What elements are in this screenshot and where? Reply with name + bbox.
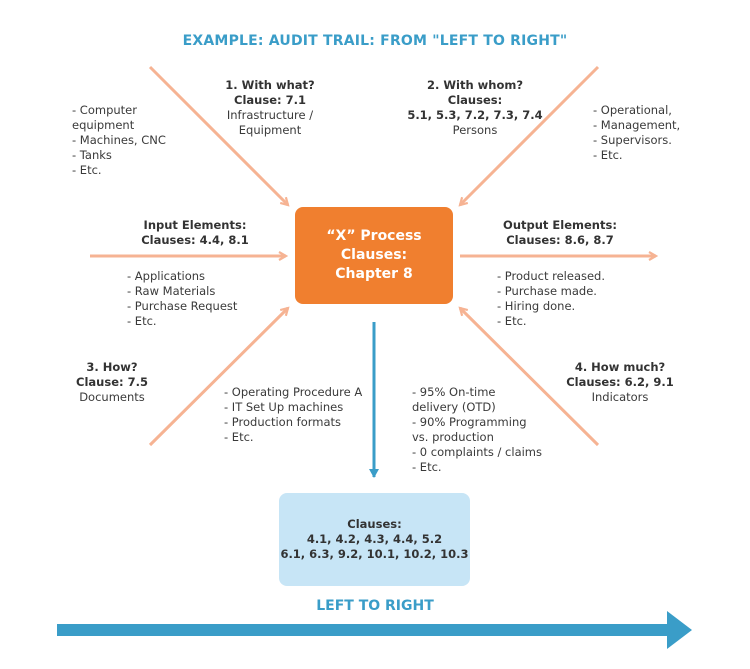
how-much-heading: 4. How much? <box>574 360 666 374</box>
list-item: - Etc. <box>72 163 102 177</box>
list-item: - Applications <box>127 269 206 283</box>
output-block: Output Elements: Clauses: 8.6, 8.7 <box>490 218 630 248</box>
with-whom-items: - Operational, - Management, - Superviso… <box>593 103 680 163</box>
list-item: delivery (OTD) <box>412 400 496 414</box>
list-item: - Supervisors. <box>593 133 672 147</box>
with-whom-block: 2. With whom? Clauses: 5.1, 5.3, 7.2, 7.… <box>405 78 545 138</box>
list-item: - Etc. <box>127 314 157 328</box>
how-items: - Operating Procedure A - IT Set Up mach… <box>224 385 362 445</box>
list-item: - 0 complaints / claims <box>412 445 543 459</box>
process-line-2: Clauses: <box>340 247 408 263</box>
list-item: - IT Set Up machines <box>224 400 344 414</box>
list-item: - Etc. <box>497 314 527 328</box>
list-item: - Hiring done. <box>497 299 576 313</box>
process-box: “X” Process Clauses: Chapter 8 <box>295 207 453 304</box>
list-item: - Operational, <box>593 103 672 117</box>
input-clause: Clauses: 4.4, 8.1 <box>141 233 249 247</box>
list-item: - Operating Procedure A <box>224 385 363 399</box>
list-item: - Purchase made. <box>497 284 597 298</box>
how-heading: 3. How? <box>86 360 138 374</box>
list-item: - 90% Programming <box>412 415 527 429</box>
with-whom-desc: Persons <box>452 123 498 137</box>
list-item: - Etc. <box>224 430 254 444</box>
output-clause: Clauses: 8.6, 8.7 <box>506 233 614 247</box>
with-what-heading: 1. With what? <box>225 78 315 92</box>
list-item: - Raw Materials <box>127 284 216 298</box>
list-item: vs. production <box>412 430 494 444</box>
left-to-right-arrow <box>57 611 692 649</box>
output-heading: Output Elements: <box>503 218 617 232</box>
arrow-with-what <box>148 65 288 205</box>
clauses-box-line-1: 4.1, 4.2, 4.3, 4.4, 5.2 <box>306 532 443 546</box>
with-what-clause: Clause: 7.1 <box>234 93 306 107</box>
with-whom-clause-nums: 5.1, 5.3, 7.2, 7.3, 7.4 <box>407 108 543 122</box>
list-item: - Computer <box>72 103 137 117</box>
how-much-items: - 95% On-time delivery (OTD) - 90% Progr… <box>412 385 542 475</box>
list-item: - Production formats <box>224 415 342 429</box>
how-block: 3. How? Clause: 7.5 Documents <box>62 360 162 405</box>
with-what-block: 1. With what? Clause: 7.1 Infrastructure… <box>210 78 330 138</box>
with-whom-heading: 2. With whom? <box>426 78 524 92</box>
with-what-desc-1: Infrastructure / <box>226 108 314 122</box>
how-much-desc: Indicators <box>591 390 649 404</box>
with-what-desc-2: Equipment <box>238 123 302 137</box>
page-title: EXAMPLE: AUDIT TRAIL: FROM "LEFT TO RIGH… <box>182 33 568 49</box>
list-item: - Etc. <box>412 460 442 474</box>
arrow-with-whom <box>460 65 600 205</box>
input-block: Input Elements: Clauses: 4.4, 8.1 <box>130 218 260 248</box>
how-clause: Clause: 7.5 <box>76 375 148 389</box>
list-item: - Machines, CNC <box>72 133 166 147</box>
arrow-how-much <box>460 308 600 447</box>
how-much-clause: Clauses: 6.2, 9.1 <box>566 375 674 389</box>
list-item: - 95% On-time <box>412 385 496 399</box>
list-item: - Etc. <box>593 148 623 162</box>
list-item: - Product released. <box>497 269 606 283</box>
with-whom-clause: Clauses: <box>447 93 503 107</box>
arrow-how <box>148 308 288 447</box>
clauses-box-label: Clauses: <box>347 517 402 531</box>
list-item: - Management, <box>593 118 681 132</box>
left-to-right-label: LEFT TO RIGHT <box>316 598 434 614</box>
how-desc: Documents <box>79 390 145 404</box>
process-line-1: “X” Process <box>326 228 422 244</box>
with-what-items: - Computer equipment - Machines, CNC - T… <box>72 103 166 178</box>
list-item: - Tanks <box>72 148 112 162</box>
input-heading: Input Elements: <box>143 218 247 232</box>
how-much-block: 4. How much? Clauses: 6.2, 9.1 Indicator… <box>560 360 680 405</box>
input-items: - Applications - Raw Materials - Purchas… <box>127 269 237 329</box>
output-items: - Product released. - Purchase made. - H… <box>497 269 605 329</box>
list-item: equipment <box>72 118 135 132</box>
clauses-box-line-2: 6.1, 6.3, 9.2, 10.1, 10.2, 10.3 <box>280 547 469 561</box>
list-item: - Purchase Request <box>127 299 238 313</box>
clauses-box: Clauses: 4.1, 4.2, 4.3, 4.4, 5.2 6.1, 6.… <box>279 493 470 586</box>
process-line-3: Chapter 8 <box>335 266 413 282</box>
